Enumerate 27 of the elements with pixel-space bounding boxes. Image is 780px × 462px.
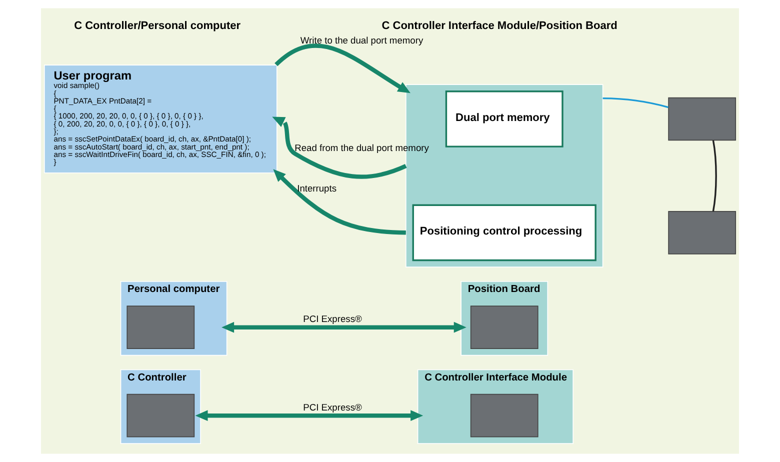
cluster: C Controller xyxy=(120,369,201,444)
edge-label: Interrupts xyxy=(297,183,337,194)
arrow xyxy=(274,44,410,94)
connector xyxy=(712,140,717,212)
edge-label: PCI Express® xyxy=(303,402,362,412)
node-box xyxy=(668,97,736,141)
connector xyxy=(602,97,669,108)
arrow xyxy=(273,169,406,235)
node-box: Dual port memory xyxy=(445,90,564,148)
arrow xyxy=(222,322,466,333)
label: C Controller Interface Module/Position Board xyxy=(382,20,618,32)
label: C Controller/Personal computer xyxy=(74,20,241,32)
arrow xyxy=(195,410,424,422)
edge-label: Read from the dual port memory xyxy=(294,143,429,154)
cluster: Personal computer xyxy=(120,281,228,356)
cluster: C Controller Interface Module xyxy=(417,369,574,444)
cluster: Position Board xyxy=(460,281,548,356)
edge-label: Write to the dual port memory xyxy=(300,35,424,46)
node-box xyxy=(470,306,538,349)
node-box xyxy=(668,211,736,254)
node-box: Positioning control processing xyxy=(412,204,596,262)
node-box: User program void sample() { PNT_DATA_EX PntData[2] = { { 1000, 200, 20, 20, 0, 0, { 0 }, { 0 }, 0, { 0 } }, { 0, 200, 20, 20, 0, 0, { 0 }, { 0 }, 0, { 0 } }, }; ans = sscSetPointDataEx( board_id, ch, ax, &PntData[0] ); ans = sscAutoStart( board_id, ch, ax, start_pnt, end_pnt ); ans = sscWaitIntDriveFin( board_id, ch, ax, SSC_FIN, &fin, 0 ); } xyxy=(44,64,278,174)
arrow xyxy=(272,116,407,179)
edge-label: PCI Express® xyxy=(303,314,362,324)
node-box xyxy=(470,394,538,438)
node-box xyxy=(126,306,195,349)
node-box xyxy=(126,394,195,438)
